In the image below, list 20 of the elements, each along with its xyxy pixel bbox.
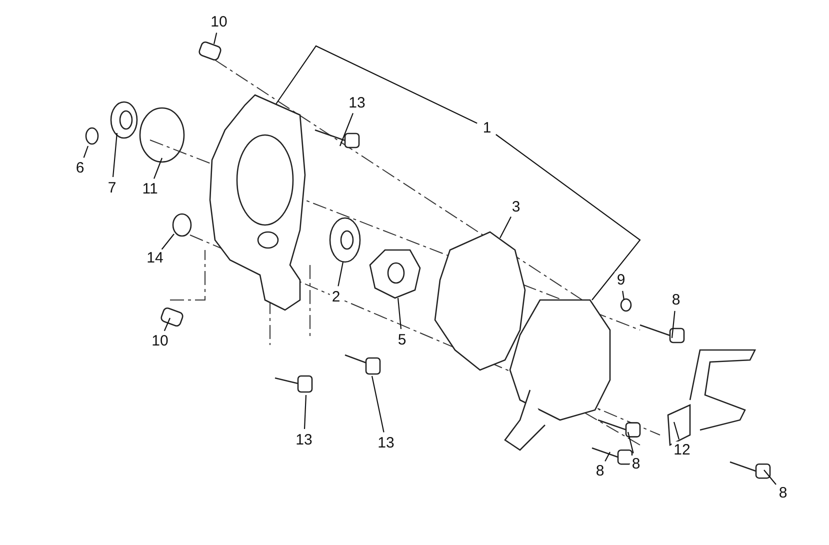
leader-line — [164, 318, 170, 332]
leader-line — [764, 470, 776, 485]
leader-line — [83, 146, 89, 158]
leader-line — [213, 32, 218, 44]
leader-line — [304, 394, 307, 430]
leader-line — [622, 290, 625, 300]
leader-line — [627, 432, 634, 454]
leader-line — [153, 158, 163, 179]
leader-line — [604, 452, 610, 462]
leader-line — [671, 310, 676, 338]
leader-line — [673, 422, 680, 440]
leader-line — [371, 376, 384, 432]
leader-line — [339, 113, 354, 146]
leader-line — [276, 45, 478, 124]
leader-line — [397, 298, 402, 330]
leader-line — [112, 132, 118, 178]
leader-line — [500, 216, 512, 238]
leader-line — [496, 134, 641, 300]
leader-line — [161, 234, 174, 250]
leader-line — [338, 262, 344, 286]
